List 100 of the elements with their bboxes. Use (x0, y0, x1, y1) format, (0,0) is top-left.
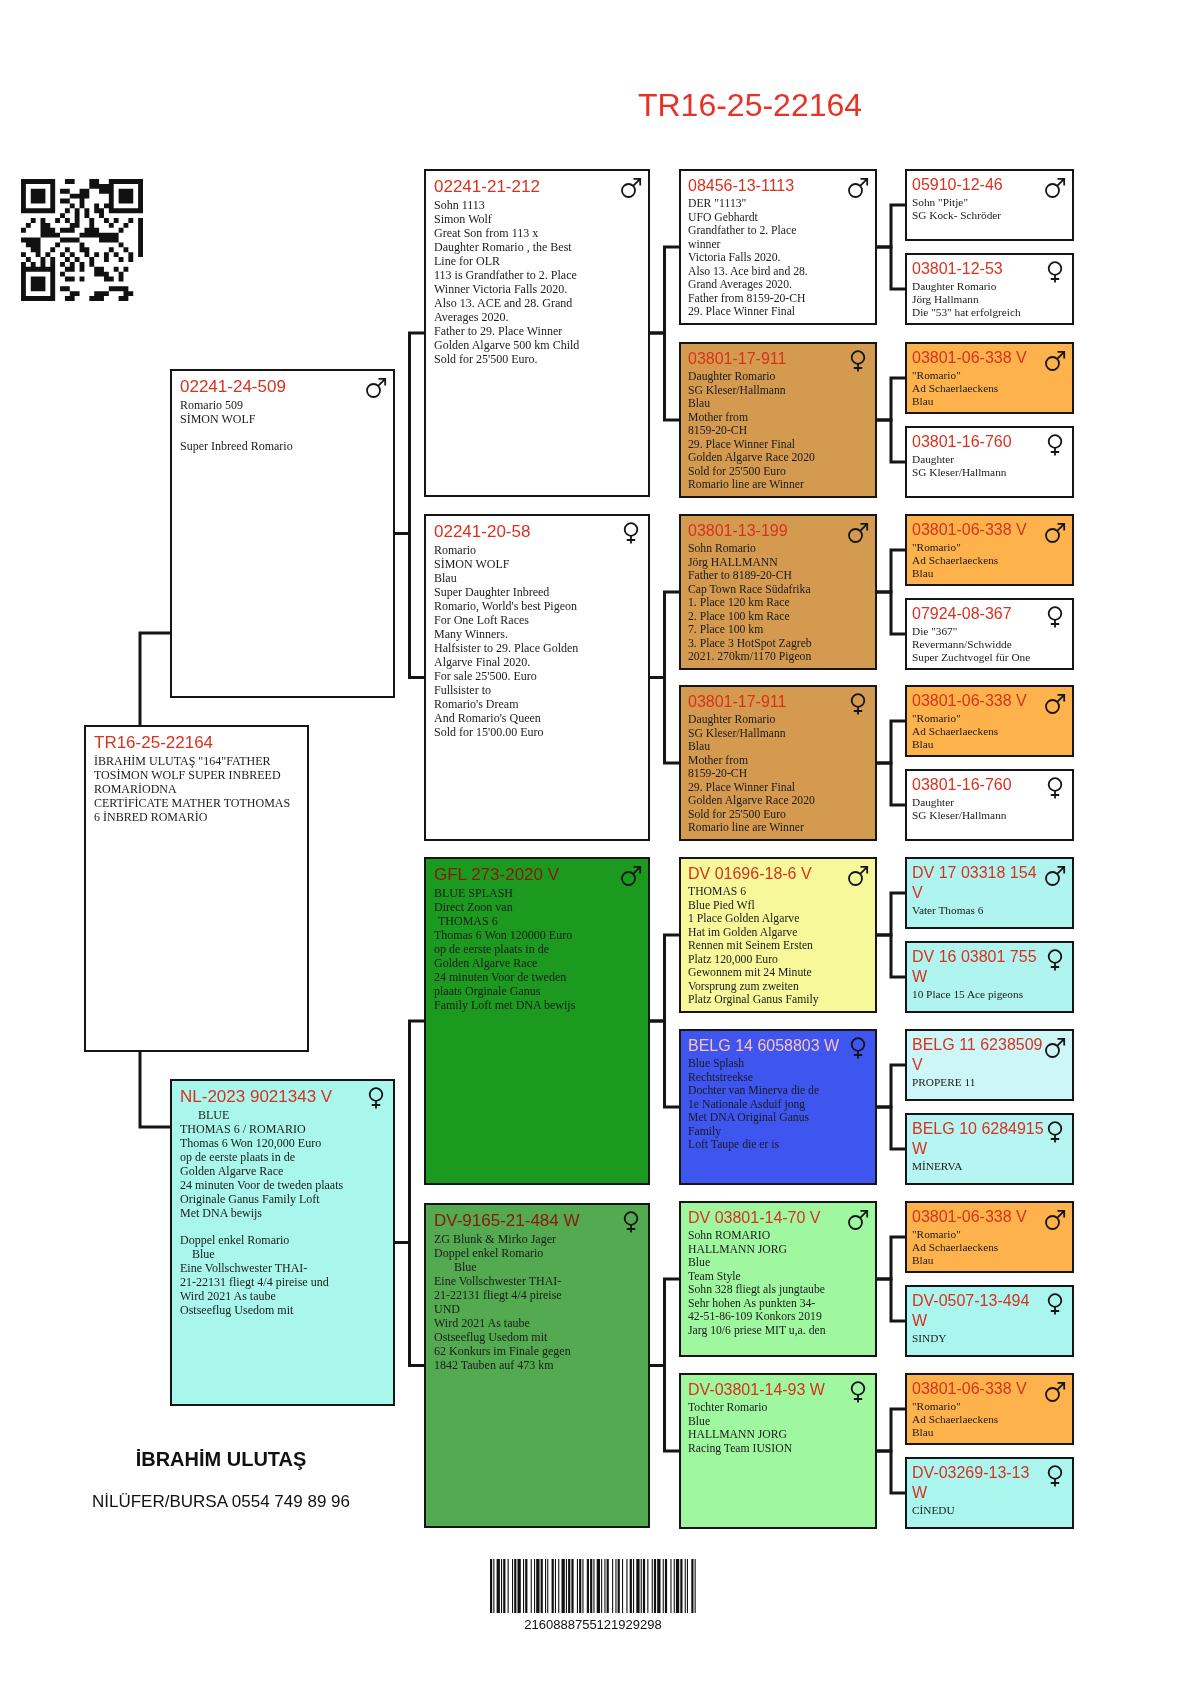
card-text: Sohn "Pitje" (912, 196, 968, 209)
card-text: Ad Schaerlaeckens (912, 725, 999, 738)
card-text: Daughter (912, 796, 955, 809)
card-text: Super Inbreed Romario (180, 439, 293, 453)
card-text: Line for OLR (434, 254, 500, 268)
card-text: HALLMANN JORG (688, 1428, 788, 1442)
card-text: Daughter Romario (688, 713, 776, 727)
connector-line (395, 532, 424, 679)
card-text: 29. Place Winner Final (688, 305, 796, 319)
card-text: Doppel enkel Romario (434, 1246, 544, 1260)
pedigree-card (905, 1373, 1074, 1445)
ring-number: BELG 14 6058803 W (688, 1036, 840, 1056)
ring-number: BELG 11 6238509 V (912, 1035, 1044, 1075)
connector-line (877, 418, 905, 464)
card-text: SG Kleser/Hallmann (912, 809, 1007, 822)
card-text: Golden Algarve Race (434, 956, 538, 970)
connector-line (650, 1364, 679, 1453)
card-text: Racing Team IUSION (688, 1441, 793, 1455)
card-text: Daughter Romario , the Best (434, 240, 572, 254)
pedigree-card (905, 1201, 1074, 1273)
card-text: 21-22131 fliegt 4/4 pireise und (180, 1275, 329, 1289)
ring-number: DV 03801-14-70 V (688, 1208, 821, 1228)
card-text: BLUE (198, 1108, 230, 1122)
card-text: Sohn ROMARIO (688, 1229, 771, 1243)
ring-number: DV-03269-13-13 W (912, 1463, 1031, 1503)
card-text: Also 13. ACE and 28. Grand (434, 296, 573, 310)
card-text: Golden Algarve 500 km Child (434, 338, 580, 352)
card-text: Great Son from 113 x (434, 226, 539, 240)
card-text: Wird 2021 As taube (434, 1316, 530, 1330)
card-text: İBRAHİM ULUTAŞ "164"FATHER (94, 754, 271, 768)
card-text: Blue Splash (688, 1057, 745, 1071)
card-text: Blue Pied Wfl (688, 898, 755, 912)
pedigree-card (905, 857, 1074, 929)
connector-line (138, 1052, 170, 1129)
card-text: Blau (688, 740, 711, 754)
card-text: 24 minuten Voor de tweden plaats (180, 1178, 344, 1192)
pedigree-title: TR16-25-22164 (637, 86, 863, 124)
card-text: Blau (912, 1426, 934, 1439)
ring-number: 03801-06-338 V (912, 1207, 1027, 1227)
card-text: ROMARİODNA (94, 782, 177, 796)
card-text: Rechtstreekse (688, 1070, 753, 1084)
card-text: SINDY (912, 1332, 947, 1345)
card-text: Grandfather to 2. Place (688, 224, 797, 238)
card-text: 3. Place 3 HotSpot Zagreb (688, 636, 812, 650)
card-text: winner (688, 237, 721, 251)
connector-line (877, 1277, 905, 1323)
card-text: Team Style (688, 1269, 741, 1283)
pedigree-card (905, 685, 1074, 757)
card-text: CİNEDU (912, 1504, 955, 1517)
card-text: 42-51-86-109 Konkors 2019 (688, 1310, 822, 1324)
card-text: Platz Orginal Ganus Family (688, 993, 819, 1007)
card-text: op de eerste plaats in de (434, 942, 549, 956)
card-text: op de eerste plaats in de (180, 1150, 295, 1164)
ring-number: 03801-13-199 (688, 521, 788, 541)
connector-line (877, 761, 905, 807)
card-text: Loft Taupe die er is (688, 1138, 780, 1152)
card-text: 24 minuten Voor de tweden (434, 970, 567, 984)
card-text: Halfsister to 29. Place Golden (434, 641, 579, 655)
card-text: Mother from (688, 753, 749, 767)
card-text: THOMAS 6 (438, 914, 498, 928)
card-text: Ad Schaerlaeckens (912, 1413, 999, 1426)
card-text: Averages 2020. (434, 310, 509, 324)
card-text: Daughter Romario (688, 370, 776, 384)
ring-number: 03801-16-760 (912, 432, 1012, 452)
pedigree-card (905, 1285, 1074, 1357)
card-text: Blau (912, 738, 934, 751)
pedigree-card (424, 169, 650, 497)
ring-number: 03801-06-338 V (912, 1379, 1027, 1399)
card-text: 113 is Grandfather to 2. Place (434, 268, 577, 282)
card-text: Victoria Falls 2020. (688, 251, 781, 265)
card-text: Romario line are Winner (688, 821, 804, 835)
card-text: Romario's Dream (434, 697, 519, 711)
card-text: 1. Place 120 km Race (688, 596, 790, 610)
pedigree-card (905, 253, 1074, 325)
ring-number: 03801-06-338 V (912, 348, 1027, 368)
card-text: Fullsister to (434, 683, 491, 697)
pedigree-card (905, 1029, 1074, 1101)
card-text: 8159-20-CH (688, 767, 748, 781)
pedigree-card (905, 342, 1074, 414)
card-text: Die "367" (912, 625, 958, 638)
card-text: Ad Schaerlaeckens (912, 554, 999, 567)
card-text: Doppel enkel Romario (180, 1233, 290, 1247)
card-text: Cap Town Race Südafrika (688, 582, 811, 596)
card-text: 7. Place 100 km (688, 623, 764, 637)
card-text: 8159-20-CH (688, 424, 748, 438)
card-text: Direct Zoon van (434, 900, 513, 914)
card-text: Blue (688, 1256, 711, 1270)
ring-number: 03801-12-53 (912, 259, 1003, 279)
card-text: Thomas 6 Won 120,000 Euro (180, 1136, 322, 1150)
card-text: PROPERE 11 (912, 1076, 976, 1089)
card-text: Golden Algarve Race (180, 1164, 284, 1178)
card-text: Jarg 10/6 priese MIT u,a. den (688, 1323, 826, 1337)
card-text: Sold for 25'500 Euro. (434, 352, 538, 366)
pedigree-card (424, 514, 650, 841)
connector-line (877, 1449, 905, 1495)
pedigree-card (679, 169, 877, 325)
card-text: Simon Wolf (434, 212, 492, 226)
card-text: Father from 8159-20-CH (688, 291, 806, 305)
card-text: Also 13. Ace bird and 28. (688, 264, 808, 278)
card-text: Blue (192, 1247, 215, 1261)
